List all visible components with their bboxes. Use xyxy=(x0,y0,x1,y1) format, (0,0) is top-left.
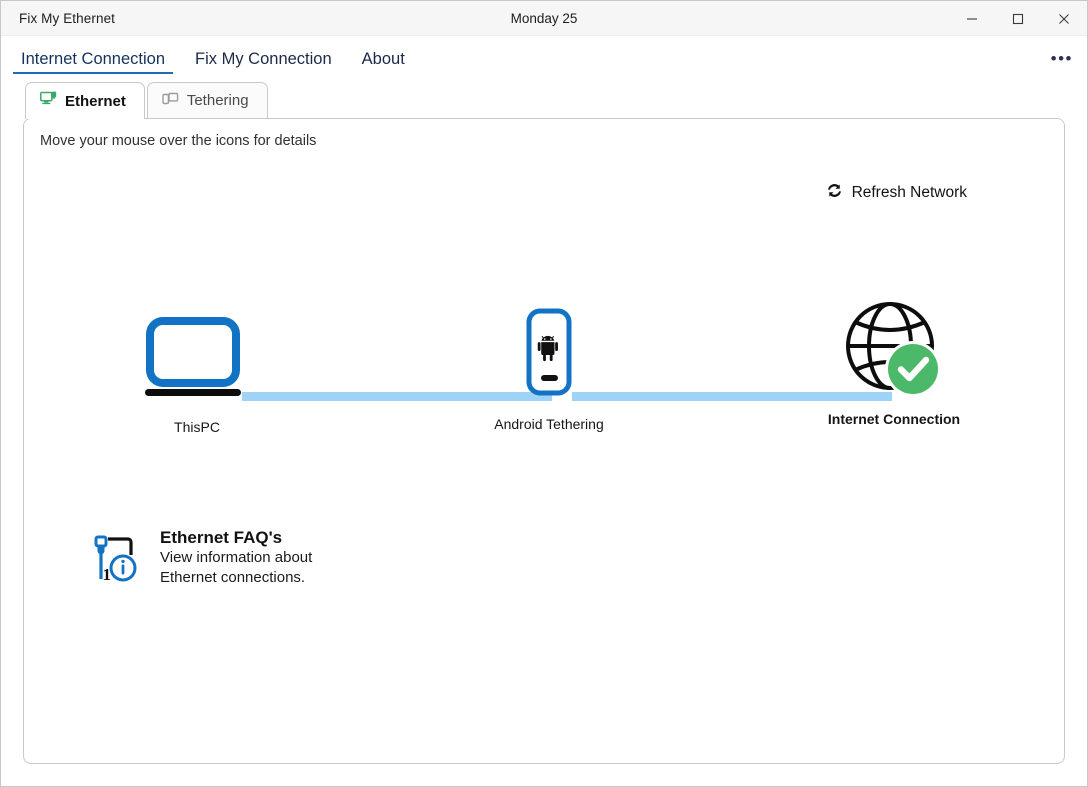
tab-strip: Ethernet Tethering xyxy=(1,82,1087,119)
window-controls xyxy=(949,1,1087,36)
node-android-tethering[interactable]: Android Tethering xyxy=(439,304,659,432)
minimize-button[interactable] xyxy=(949,1,995,36)
ethernet-monitor-icon xyxy=(40,91,57,111)
globe-check-icon xyxy=(784,299,1004,399)
svg-text:1: 1 xyxy=(103,565,112,584)
network-diagram: ThisPC xyxy=(24,219,1064,499)
tethering-device-icon xyxy=(162,91,179,111)
node-android-tethering-label: Android Tethering xyxy=(494,416,604,432)
tab-ethernet-label: Ethernet xyxy=(65,92,126,110)
ethernet-cable-info-icon: 1 xyxy=(90,533,142,590)
refresh-network-button[interactable]: Refresh Network xyxy=(825,181,967,205)
hint-text: Move your mouse over the icons for detai… xyxy=(40,133,317,149)
title-bar-center-text: Monday 25 xyxy=(510,10,578,26)
maximize-button[interactable] xyxy=(995,1,1041,36)
refresh-network-label: Refresh Network xyxy=(851,184,967,201)
nav-item-internet-connection[interactable]: Internet Connection xyxy=(11,50,175,75)
content-panel: Move your mouse over the icons for detai… xyxy=(23,118,1065,764)
faq-title: Ethernet FAQ's xyxy=(160,528,283,547)
nav-item-about[interactable]: About xyxy=(361,49,405,68)
overflow-menu-button[interactable]: ••• xyxy=(1050,49,1073,68)
close-icon xyxy=(1059,13,1069,24)
laptop-icon xyxy=(87,307,307,407)
ethernet-faq-link[interactable]: 1 Ethernet FAQ's View information about … xyxy=(90,527,312,590)
tab-tethering[interactable]: Tethering xyxy=(146,82,268,118)
tab-tethering-label: Tethering xyxy=(186,92,249,109)
maximize-icon xyxy=(1012,13,1024,24)
node-this-pc-label: ThisPC xyxy=(174,419,220,435)
node-internet-connection-label: Internet Connection xyxy=(827,411,961,427)
title-bar: Fix My Ethernet Monday 25 xyxy=(1,1,1087,36)
close-button[interactable] xyxy=(1041,1,1087,36)
android-phone-icon xyxy=(439,304,659,404)
primary-nav: Internet Connection Fix My Connection Ab… xyxy=(1,36,1087,74)
faq-text-block: Ethernet FAQ's View information about Et… xyxy=(160,527,312,587)
link-pc-to-phone xyxy=(242,392,552,401)
faq-line-2: Ethernet connections. xyxy=(160,568,306,586)
node-internet-connection[interactable]: Internet Connection xyxy=(784,299,1004,427)
app-title: Fix My Ethernet xyxy=(19,10,116,26)
faq-line-1: View information about xyxy=(160,549,313,567)
nav-item-fix-my-connection[interactable]: Fix My Connection xyxy=(195,49,332,68)
refresh-icon xyxy=(825,181,844,205)
link-phone-to-internet xyxy=(572,392,892,401)
tab-ethernet[interactable]: Ethernet xyxy=(25,82,145,119)
minimize-icon xyxy=(967,17,977,20)
node-this-pc[interactable]: ThisPC xyxy=(87,307,307,435)
